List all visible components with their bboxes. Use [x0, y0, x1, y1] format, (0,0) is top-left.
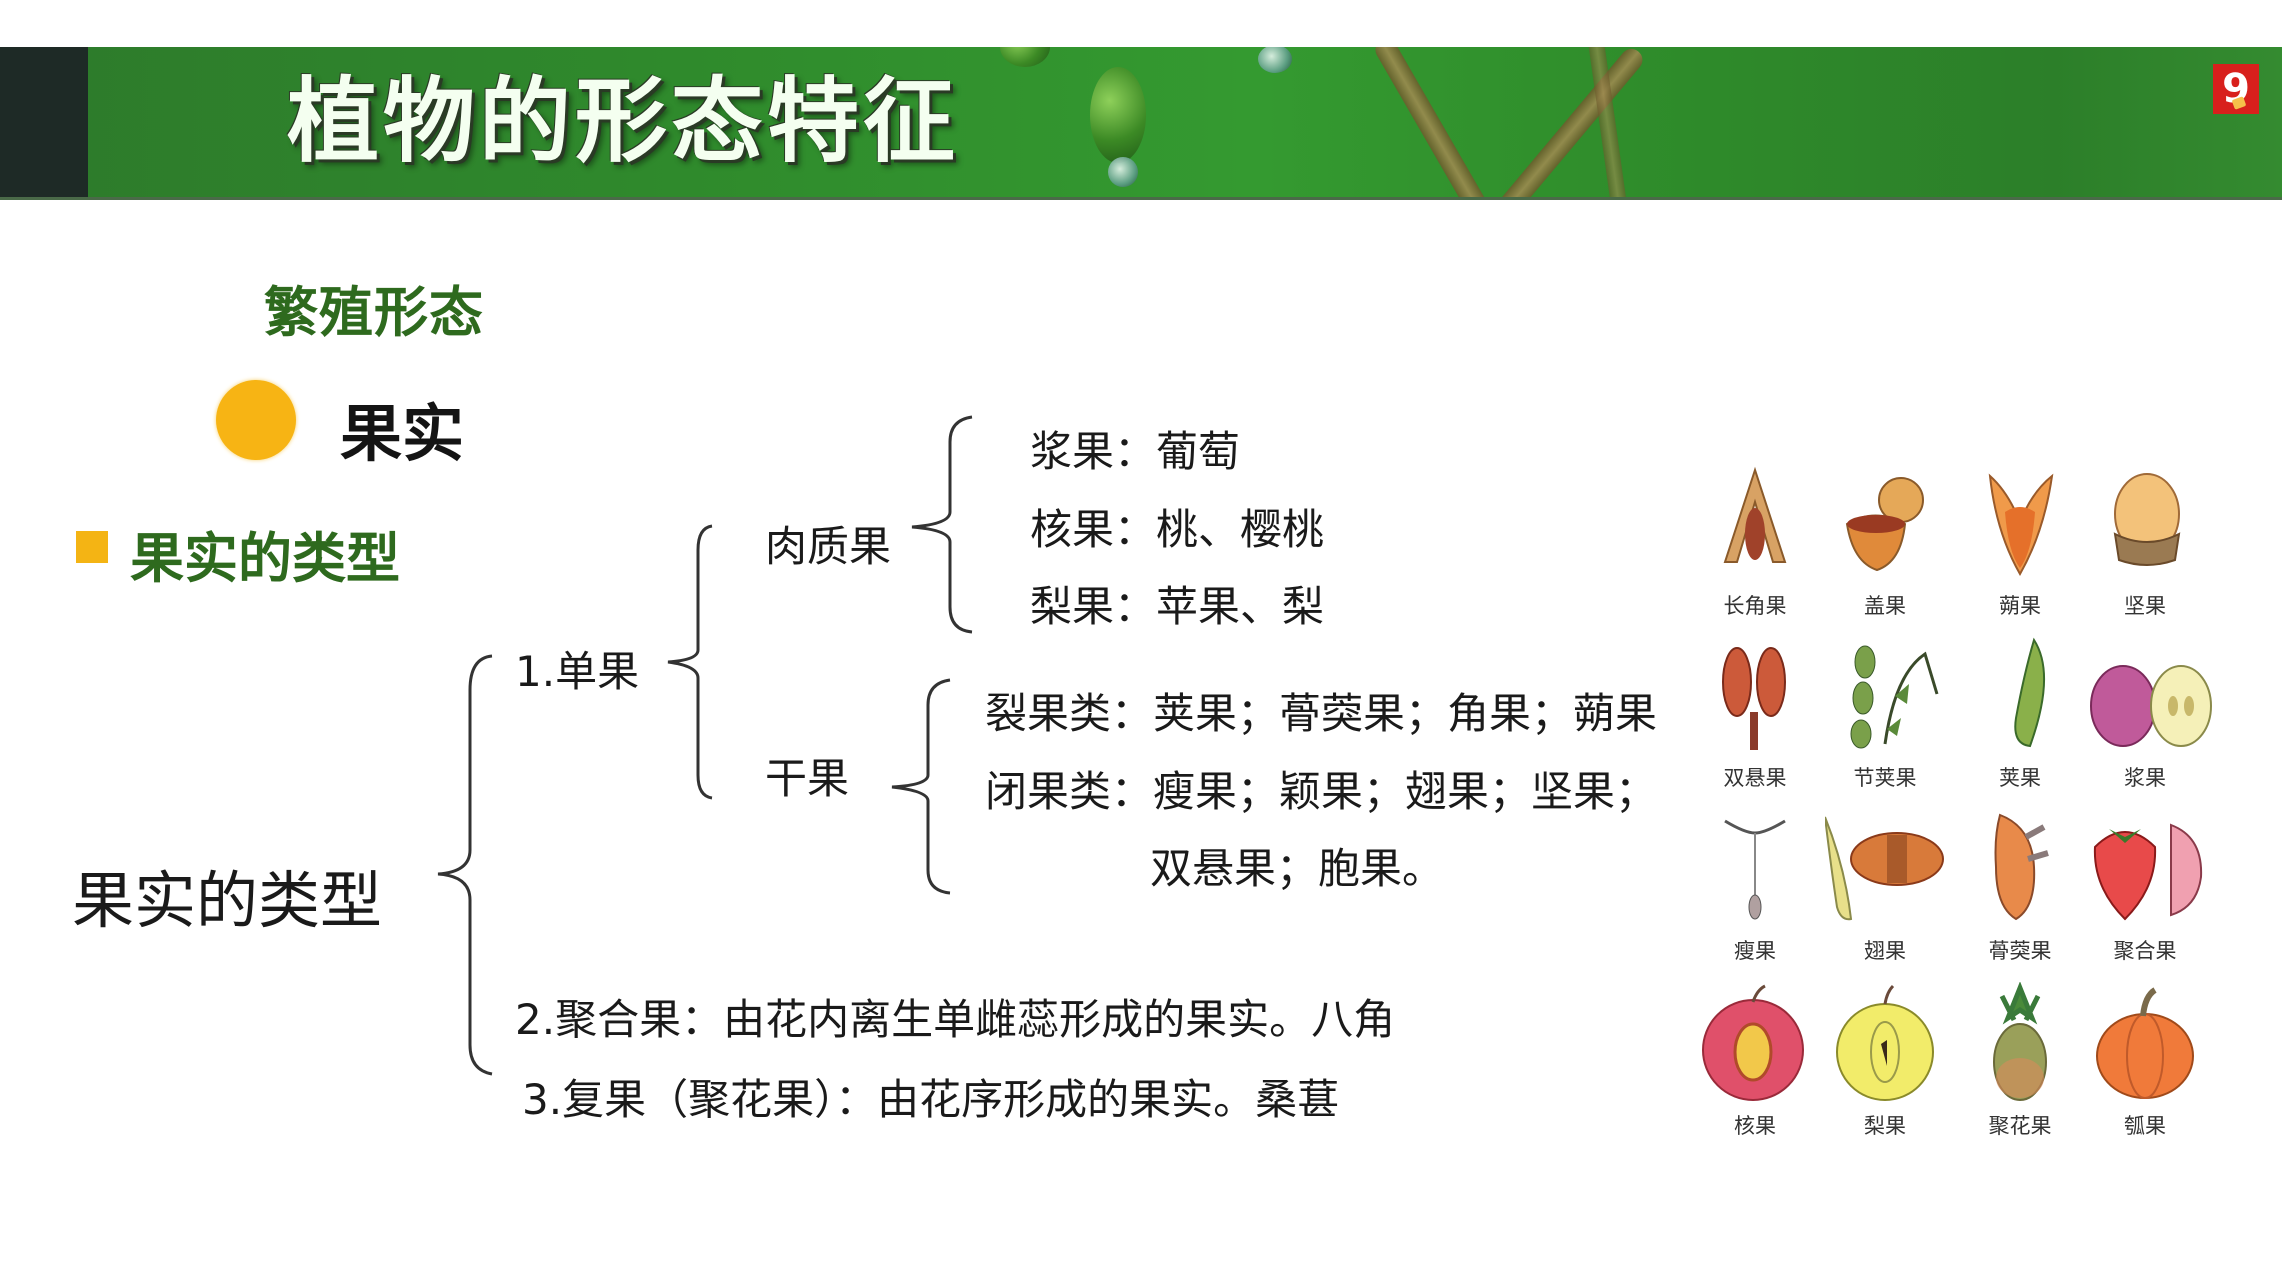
cremocarp-icon: [1695, 634, 1815, 754]
fruit-card: 节荚果: [1820, 634, 1950, 804]
dry-item: 双悬果；胞果。: [1150, 844, 1445, 893]
fruit-card: 瘦果: [1690, 807, 1820, 977]
fruit-label: 瓠果: [2124, 1114, 2166, 1138]
fruit-card: 荚果: [1955, 634, 2085, 804]
branch-decoration: [1495, 47, 1647, 197]
fleshy-item: 浆果：葡萄: [1030, 427, 1241, 476]
berry-decoration: [1000, 47, 1050, 67]
multiple-fruit-definition: 3.复果（聚花果）：由花序形成的果实。桑葚: [522, 1075, 1340, 1124]
aggregate-fruit-definition: 2.聚合果：由花内离生单雌蕊形成的果实。八角: [515, 995, 1396, 1044]
page-title: 植物的形态特征: [287, 68, 960, 175]
channel-logo: 9: [2213, 64, 2259, 114]
fruit-label: 蓇葖果: [1988, 939, 2052, 963]
aggregate-fruit-icon: [2085, 807, 2205, 927]
dry-item: 闭果类：瘦果；颖果；翅果；坚果；: [985, 767, 1658, 816]
dry-fruit-label: 干果: [765, 754, 850, 803]
section-heading: 繁殖形态: [264, 281, 484, 344]
title-banner: 植物的形态特征 9: [0, 47, 2282, 200]
fruit-card: 长角果: [1690, 462, 1820, 632]
berry-decoration: [1090, 67, 1146, 163]
fruit-label: 节荚果: [1853, 766, 1917, 790]
silique-icon: [1695, 462, 1815, 582]
fruit-type-gallery: 长角果 盖果 蒴果 坚果 双悬果 节荚果 荚果: [1690, 462, 2212, 1162]
fruit-label: 翅果: [1864, 939, 1906, 963]
dry-fruit-brace: [891, 678, 951, 895]
fleshy-item: 核果：桃、樱桃: [1030, 505, 1325, 554]
fruit-label: 核果: [1734, 1114, 1776, 1138]
drupe-icon: [1695, 982, 1815, 1102]
fruit-card: 聚合果: [2080, 807, 2210, 977]
fruit-card: 梨果: [1820, 982, 1950, 1152]
fruit-label: 聚合果: [2113, 939, 2177, 963]
pome-icon: [1825, 982, 1945, 1102]
branch-decoration: [1371, 47, 1491, 197]
square-bullet-icon: [76, 531, 108, 563]
capsule-icon: [1960, 462, 2080, 582]
fruit-label: 荚果: [1999, 766, 2041, 790]
topic-label: 果实: [340, 397, 465, 470]
achene-icon: [1695, 807, 1815, 927]
fleshy-fruit-label: 肉质果: [765, 522, 892, 571]
single-fruit-label: 1.单果: [515, 647, 640, 696]
fruit-card: 瓠果: [2080, 982, 2210, 1152]
multiple-fruit-icon: [1960, 981, 2080, 1102]
fruit-card: 坚果: [2080, 462, 2210, 632]
fruit-card: 浆果: [2080, 634, 2212, 804]
fruit-card: 聚花果: [1955, 981, 2085, 1152]
fleshy-item: 梨果：苹果、梨: [1030, 582, 1325, 631]
fleshy-fruit-brace: [911, 415, 973, 634]
circle-bullet-icon: [216, 380, 296, 460]
fruit-card: 盖果: [1820, 462, 1950, 632]
pepo-icon: [2085, 982, 2205, 1102]
follicle-icon: [1960, 807, 2080, 927]
subheading: 果实的类型: [130, 527, 400, 590]
samara-icon: [1824, 807, 1945, 927]
fruit-label: 聚花果: [1988, 1114, 2052, 1138]
fruit-label: 双悬果: [1723, 766, 1787, 790]
fruit-card: 蒴果: [1955, 462, 2085, 632]
water-drop-decoration: [1258, 47, 1292, 73]
fruit-card: 核果: [1690, 982, 1820, 1152]
fruit-label: 浆果: [2124, 766, 2166, 790]
fruit-label: 蒴果: [1999, 594, 2041, 618]
banner-dark-strip: [0, 47, 88, 197]
diagram-root-label: 果实的类型: [72, 864, 383, 937]
fruit-label: 长角果: [1723, 594, 1787, 618]
fruit-label: 梨果: [1864, 1114, 1906, 1138]
fruit-card: 双悬果: [1690, 634, 1820, 804]
fruit-label: 坚果: [2124, 594, 2166, 618]
pyxis-icon: [1825, 462, 1945, 582]
fruit-card: 蓇葖果: [1955, 807, 2085, 977]
root-brace: [437, 654, 493, 1076]
nut-icon: [2085, 462, 2205, 582]
loment-icon: [1825, 634, 1945, 754]
legume-icon: [1960, 634, 2080, 754]
dry-item: 裂果类：荚果；蓇葖果；角果；蒴果: [985, 689, 1658, 738]
fruit-label: 盖果: [1864, 594, 1906, 618]
water-drop-decoration: [1108, 157, 1138, 187]
fruit-label: 瘦果: [1734, 939, 1776, 963]
fruit-card: 翅果: [1820, 807, 1950, 977]
berry-icon: [2085, 634, 2212, 754]
single-fruit-brace: [667, 524, 713, 800]
